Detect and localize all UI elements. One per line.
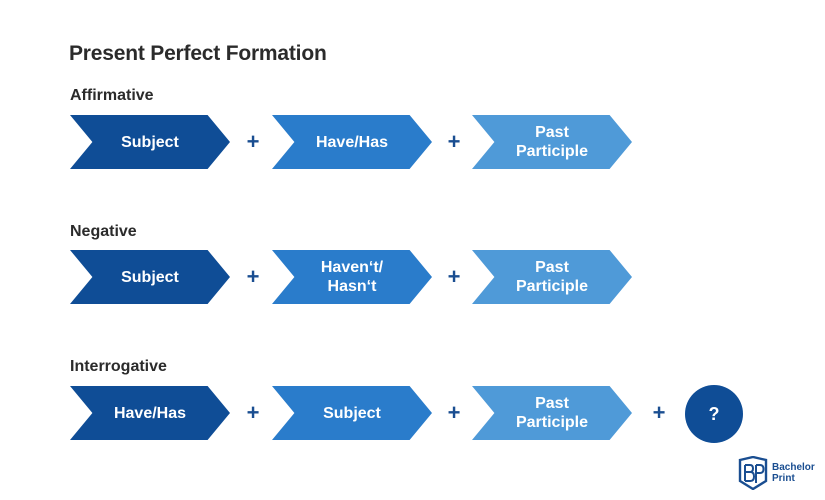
- row-affirmative: Subject + Have/Has + Past Participle: [0, 115, 825, 169]
- plus-sign: +: [447, 129, 461, 154]
- bachelorprint-logo: Bachelor Print: [738, 456, 815, 490]
- plus-sign: +: [246, 400, 260, 425]
- row-interrogative: Have/Has + Subject + Past Participle + ?: [0, 385, 825, 443]
- plus-sign: +: [447, 264, 461, 289]
- chevron-subject: Subject: [272, 386, 432, 440]
- page-title: Present Perfect Formation: [69, 42, 327, 65]
- chevron-past-participle: Past Participle: [472, 115, 632, 169]
- question-mark-circle: ?: [685, 385, 743, 443]
- section-label-negative: Negative: [70, 223, 137, 240]
- chevron-have-has: Have/Has: [272, 115, 432, 169]
- row-negative: Subject + Haven‘t/ Hasn‘t + Past Partici…: [0, 250, 825, 304]
- plus-sign: +: [652, 400, 666, 425]
- chevron-havent-hasnt: Haven‘t/ Hasn‘t: [272, 250, 432, 304]
- chevron-past-participle: Past Participle: [472, 250, 632, 304]
- logo-line1: Bachelor: [772, 462, 815, 473]
- section-label-interrogative: Interrogative: [70, 358, 167, 375]
- logo-text: Bachelor Print: [772, 462, 815, 484]
- chevron-past-participle: Past Participle: [472, 386, 632, 440]
- plus-sign: +: [246, 129, 260, 154]
- plus-sign: +: [447, 400, 461, 425]
- chevron-subject: Subject: [70, 250, 230, 304]
- section-label-affirmative: Affirmative: [70, 87, 154, 104]
- bp-logo-icon: [738, 456, 768, 490]
- chevron-subject: Subject: [70, 115, 230, 169]
- logo-line2: Print: [772, 473, 795, 484]
- chevron-have-has: Have/Has: [70, 386, 230, 440]
- plus-sign: +: [246, 264, 260, 289]
